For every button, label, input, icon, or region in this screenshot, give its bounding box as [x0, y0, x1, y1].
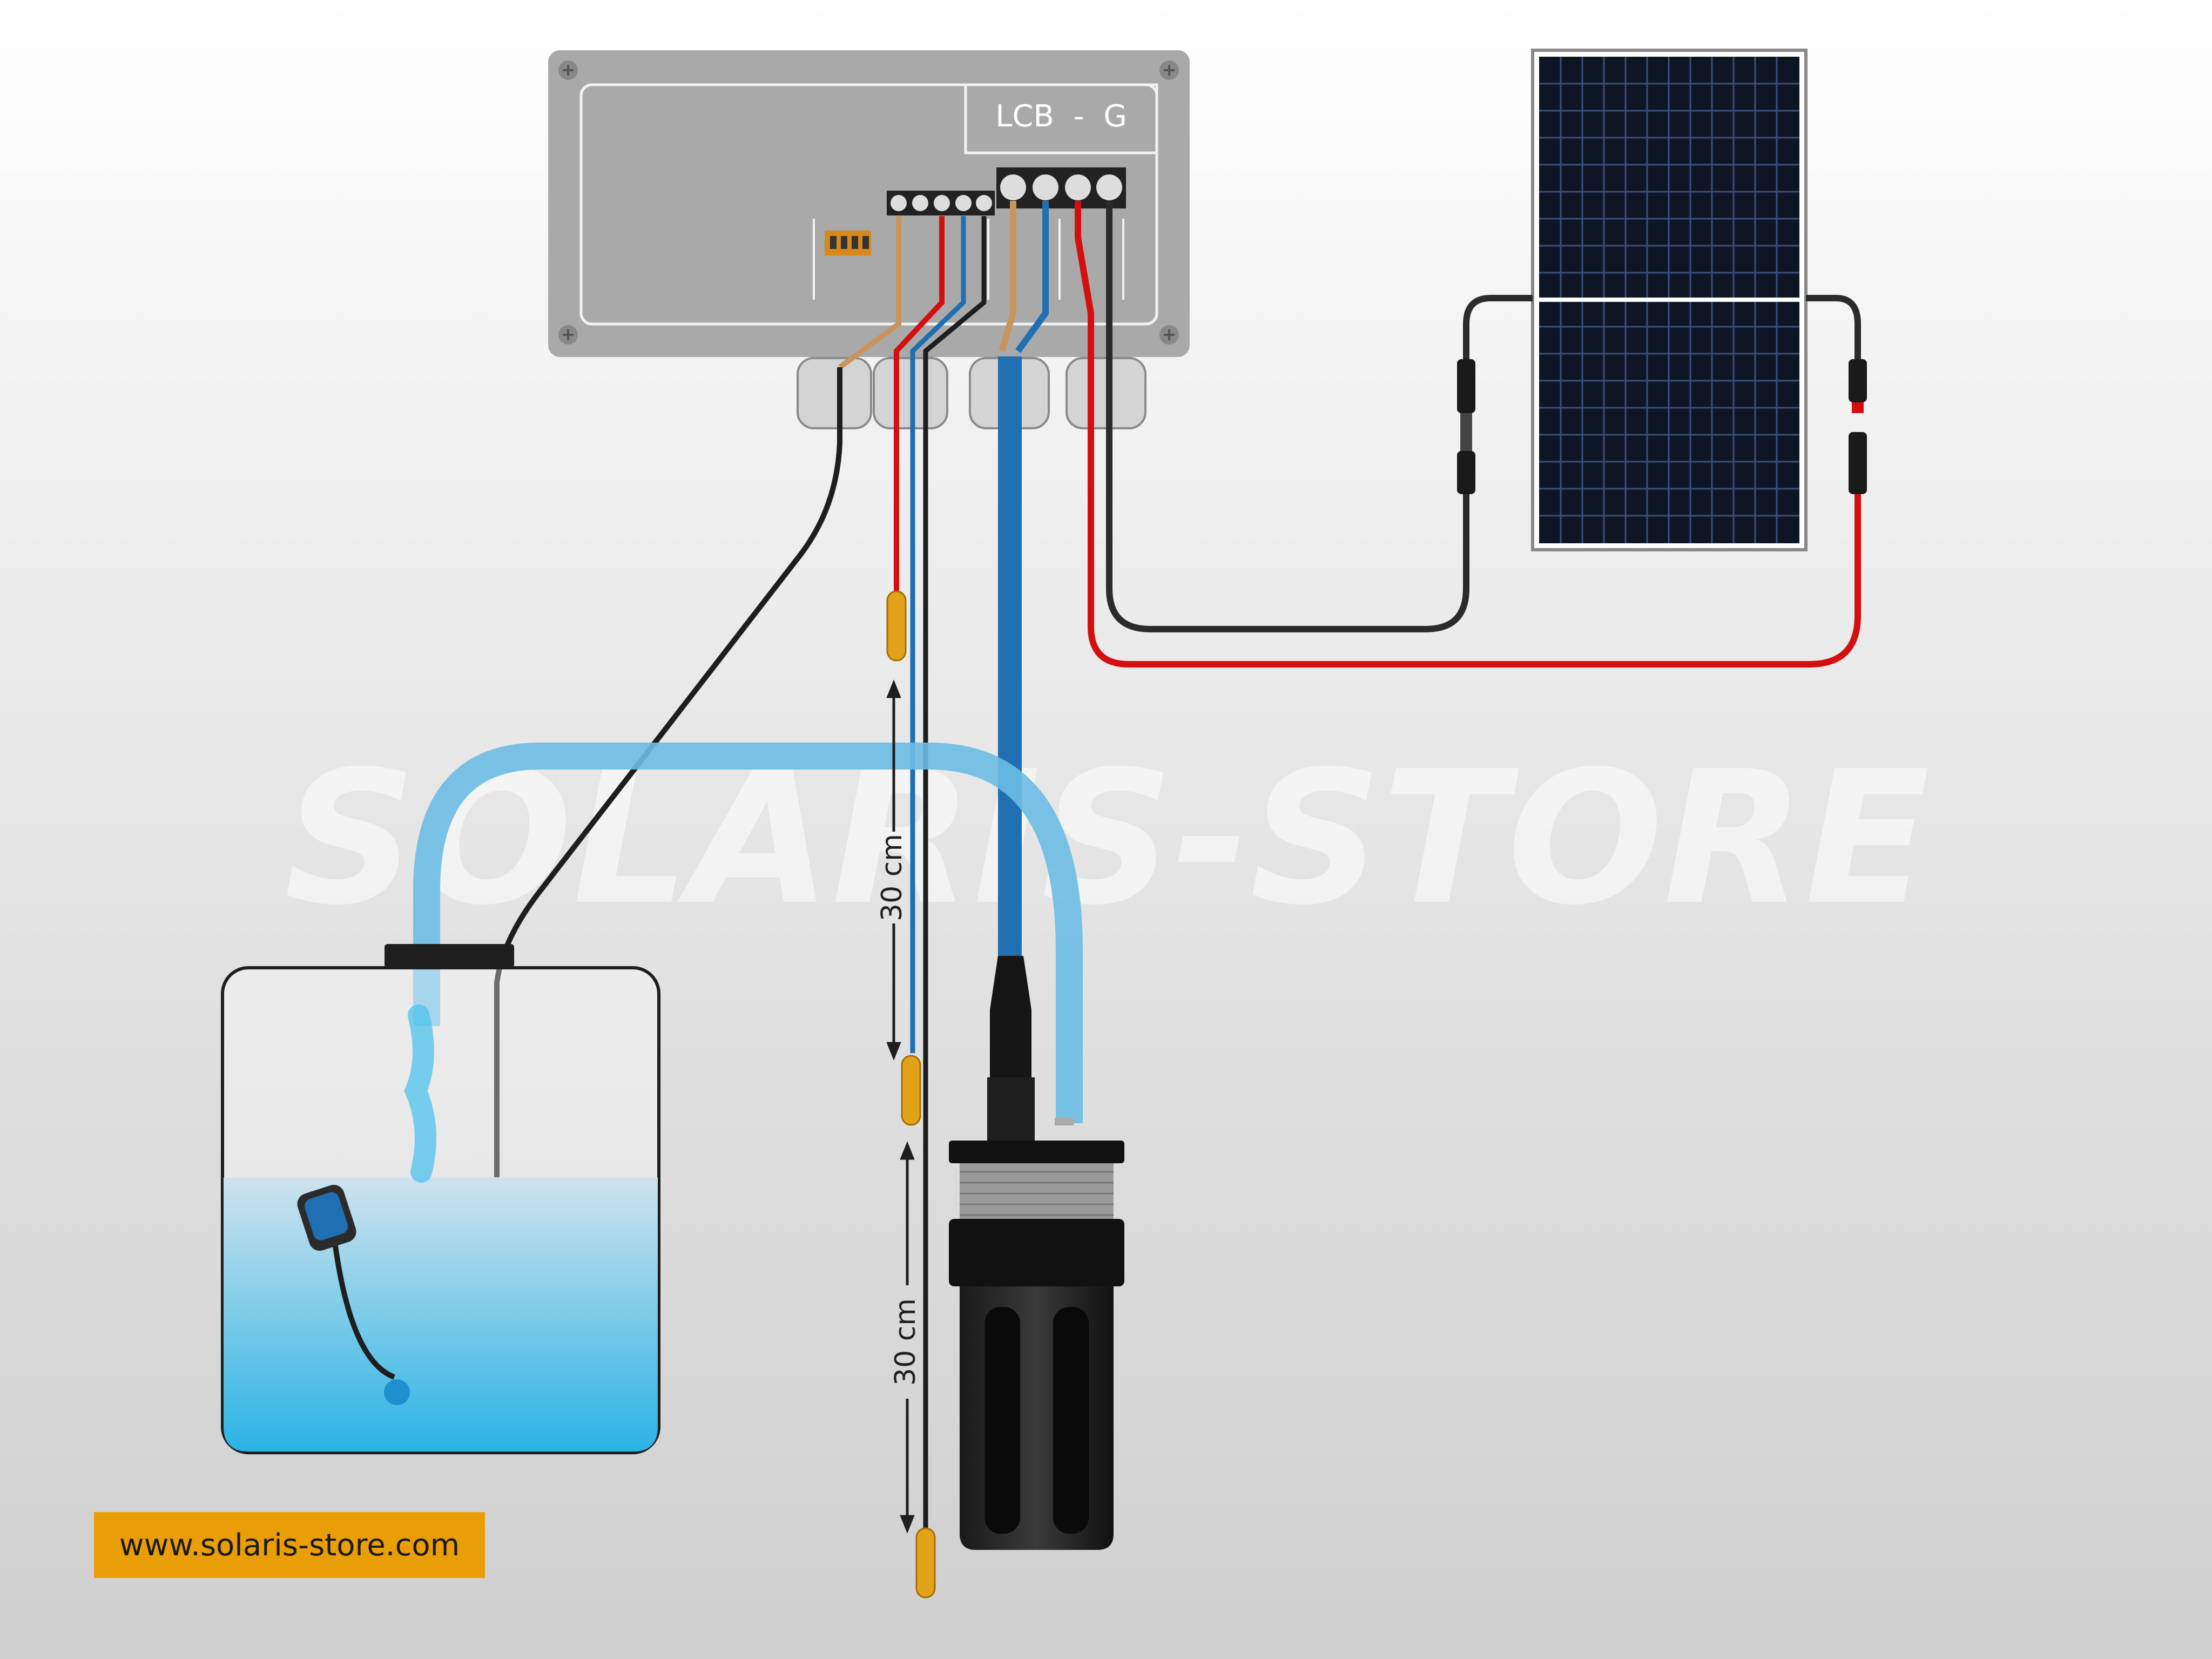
screw-icon: [1159, 325, 1179, 345]
dimension-label-lower: 30 cm: [889, 1298, 922, 1386]
sensor-red-wire: [894, 216, 945, 594]
water-tank: [221, 944, 660, 1454]
pump-brown-wire: [999, 201, 1016, 352]
dimension-label-upper: 30 cm: [876, 834, 908, 921]
panel-negative-lead: [1463, 295, 1533, 367]
sensor-terminal-block: [887, 191, 995, 215]
controller-model-label: LCB - G: [995, 99, 1127, 134]
controller-box: LCB - G: [548, 50, 1190, 357]
pump-blue-wire: [1015, 201, 1049, 353]
website-badge[interactable]: www.solaris-store.com: [94, 1512, 485, 1578]
water-pipe: [413, 743, 1083, 1123]
float-switch-icon: [297, 1184, 410, 1405]
screw-icon: [558, 325, 578, 345]
level-sensor-high: [886, 590, 907, 662]
level-sensor-low: [915, 1527, 936, 1599]
pv-negative-wire: [1106, 201, 1469, 632]
submersible-pump: [949, 956, 1124, 1550]
float-switch-cable-inner: [332, 1242, 395, 1380]
solar-panel: [1531, 49, 1808, 551]
mc4-connector-icon: [1849, 359, 1867, 494]
dimension-arrow-lower: [900, 1141, 915, 1534]
sensor-blue-wire: [910, 216, 966, 1053]
screw-icon: [558, 60, 578, 80]
dip-switch-icon: [825, 231, 871, 255]
power-terminal-block: [996, 167, 1126, 208]
screw-icon: [1159, 60, 1179, 80]
float-switch-brown-wire: [838, 216, 901, 370]
panel-positive-lead: [1806, 295, 1861, 367]
mc4-connector-icon: [1457, 359, 1475, 494]
sensor-black-wire: [923, 216, 987, 1528]
water-stream: [404, 1004, 436, 1183]
pv-positive-wire: [1075, 201, 1861, 667]
level-sensor-mid: [901, 1055, 921, 1126]
dimension-arrow-upper: [886, 679, 901, 1061]
